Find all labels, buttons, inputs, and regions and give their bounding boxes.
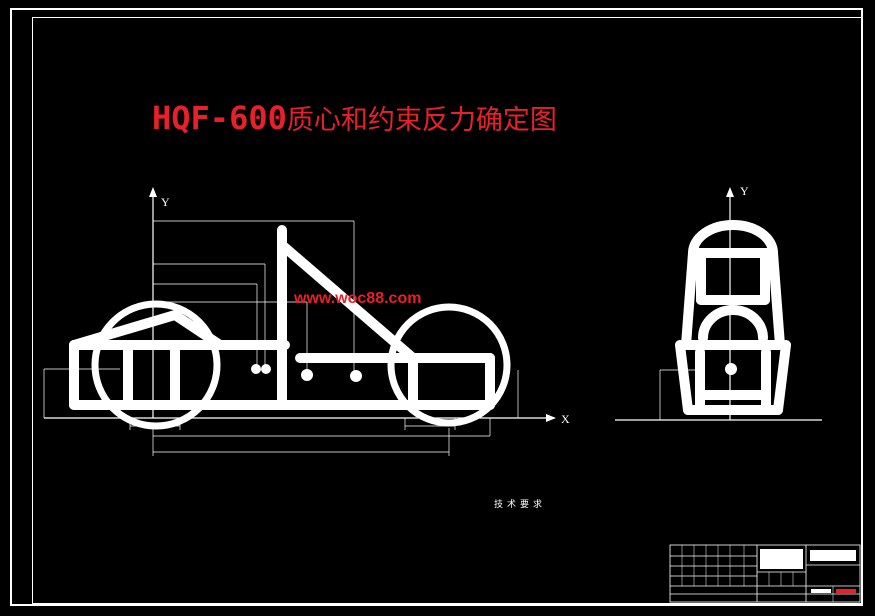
front-dimensions — [659, 369, 700, 420]
side-y-axis-label: Y — [161, 195, 170, 209]
front-y-axis-label: Y — [740, 184, 749, 198]
drawing-inner-border — [32, 17, 862, 604]
title-main: HQF-600 — [152, 99, 287, 137]
front-frame — [675, 220, 791, 415]
side-dimensions — [43, 220, 519, 456]
front-mass-marker — [725, 363, 737, 375]
watermark: www.woc88.com — [294, 290, 422, 307]
front-y-arrow — [726, 187, 734, 197]
title-block — [669, 544, 861, 603]
side-x-axis-label: X — [561, 412, 570, 426]
side-frame — [69, 225, 495, 410]
side-view — [43, 187, 556, 456]
mass-markers — [251, 364, 362, 382]
tech-requirements-heading: 技术要求 — [494, 500, 547, 510]
side-x-arrow — [546, 414, 556, 422]
front-view — [615, 187, 822, 421]
drawing-outer-border — [10, 8, 863, 606]
side-y-arrow — [149, 187, 157, 197]
title-sub: 质心和约束反力确定图 — [286, 105, 557, 136]
drawing-title: HQF-600质心和约束反力确定图 — [152, 98, 557, 137]
front-wheel — [387, 303, 511, 427]
